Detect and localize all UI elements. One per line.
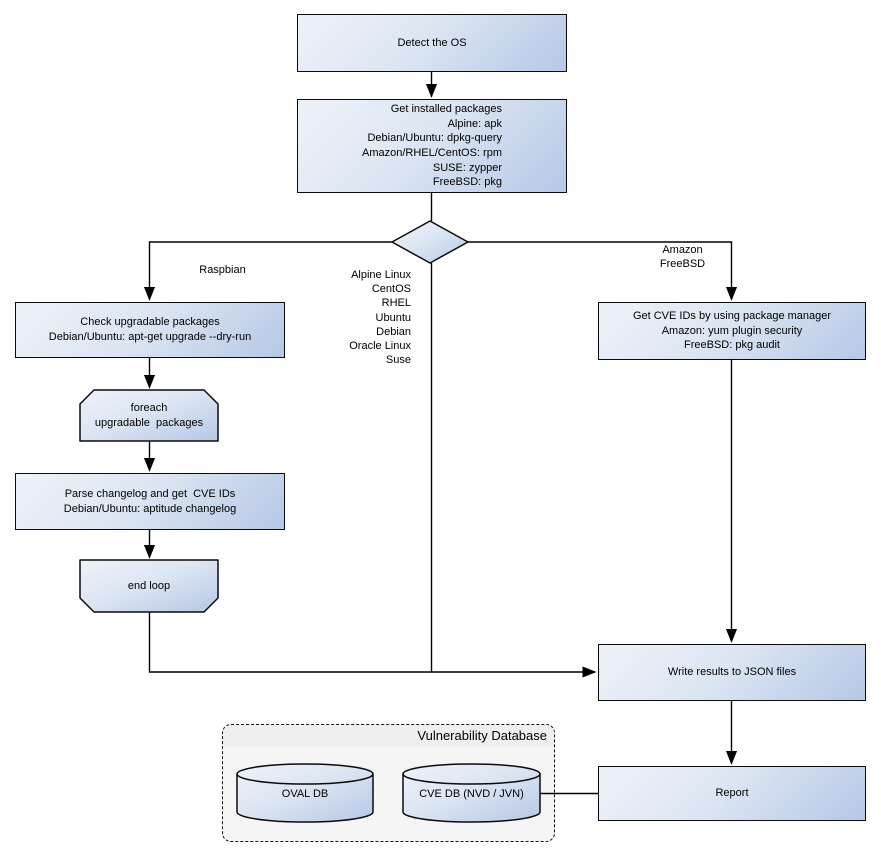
- os-list-item: RHEL: [381, 297, 411, 310]
- node-write-results-label: Write results to JSON files: [667, 666, 797, 679]
- node-get-cve-ids-line: Get CVE IDs by using package manager: [632, 310, 832, 323]
- foreach-loop-shape: [79, 389, 219, 442]
- node-get-installed-packages-line: Alpine: apk: [447, 117, 502, 130]
- node-foreach-line: upgradable packages: [94, 416, 204, 429]
- node-report: Report: [598, 766, 866, 821]
- node-foreach-line: foreach: [130, 401, 168, 414]
- node-end-loop: end loop: [80, 560, 218, 612]
- node-detect-os-label: Detect the OS: [397, 36, 467, 49]
- node-end-loop-label: end loop: [127, 579, 171, 592]
- os-list-item: Alpine Linux: [351, 269, 411, 281]
- node-get-installed-packages-line: Debian/Ubuntu: dpkg-query: [367, 132, 502, 145]
- edge-label-os-list: Alpine Linux CentOS RHEL Ubuntu Debian O…: [300, 268, 411, 367]
- node-check-upgradable-line: Debian/Ubuntu: apt-get upgrade --dry-run: [48, 331, 252, 343]
- cve-db-label: CVE DB (NVD / JVN): [419, 787, 524, 800]
- edge-decision-to-get-cve-ids: [468, 241, 738, 301]
- node-get-cve-ids: Get CVE IDs by using package manager Ama…: [598, 302, 866, 360]
- end-loop-shape: [79, 559, 219, 613]
- node-get-installed-packages-line: SUSE: zypper: [432, 161, 502, 174]
- node-get-cve-ids-line: FreeBSD: pkg audit: [684, 339, 780, 352]
- node-parse-changelog-line: Debian/Ubuntu: aptitude changelog: [63, 502, 237, 515]
- os-list-item: Oracle Linux: [349, 340, 411, 353]
- decision-diamond: [391, 220, 469, 264]
- oval-db-label: OVAL DB: [281, 787, 329, 800]
- edge-label-raspbian: Raspbian: [199, 264, 246, 276]
- node-parse-changelog-line: Parse changelog and get CVE IDs: [64, 487, 236, 500]
- cve-db-cylinder: [402, 763, 541, 823]
- node-get-installed-packages: Get installed packages Alpine: apk Debia…: [297, 99, 567, 193]
- node-get-installed-packages-line: Get installed packages: [390, 103, 502, 116]
- edge-decision-to-check-upgradable: [143, 241, 392, 301]
- os-list-item: CentOS: [371, 283, 411, 296]
- edge-label-amazon-freebsd: Amazon FreeBSD: [640, 244, 725, 271]
- edge-label-amazon: Amazon: [662, 244, 703, 256]
- vulnerability-database-title: Vulnerability Database: [223, 725, 554, 747]
- os-list-item: Suse: [385, 354, 411, 367]
- edge-label-freebsd: FreeBSD: [659, 257, 706, 270]
- node-parse-changelog: Parse changelog and get CVE IDs Debian/U…: [15, 473, 285, 530]
- os-list-item: Debian: [376, 325, 411, 338]
- os-list-item: Ubuntu: [375, 311, 411, 324]
- node-write-results: Write results to JSON files: [598, 644, 866, 701]
- node-get-installed-packages-line: Amazon/RHEL/CentOS: rpm: [362, 147, 502, 159]
- node-check-upgradable-line: Check upgradable packages: [80, 316, 220, 329]
- node-get-cve-ids-line: Amazon: yum plugin security: [661, 324, 803, 337]
- node-foreach-upgradable-packages: foreach upgradable packages: [80, 390, 218, 441]
- node-get-installed-packages-line: FreeBSD: pkg: [432, 176, 502, 189]
- node-report-label: Report: [715, 787, 749, 800]
- node-check-upgradable-packages: Check upgradable packages Debian/Ubuntu:…: [15, 302, 285, 358]
- node-detect-os: Detect the OS: [297, 14, 567, 72]
- edge-endloop-to-write-results: [148, 612, 597, 678]
- oval-db-cylinder: [236, 763, 374, 823]
